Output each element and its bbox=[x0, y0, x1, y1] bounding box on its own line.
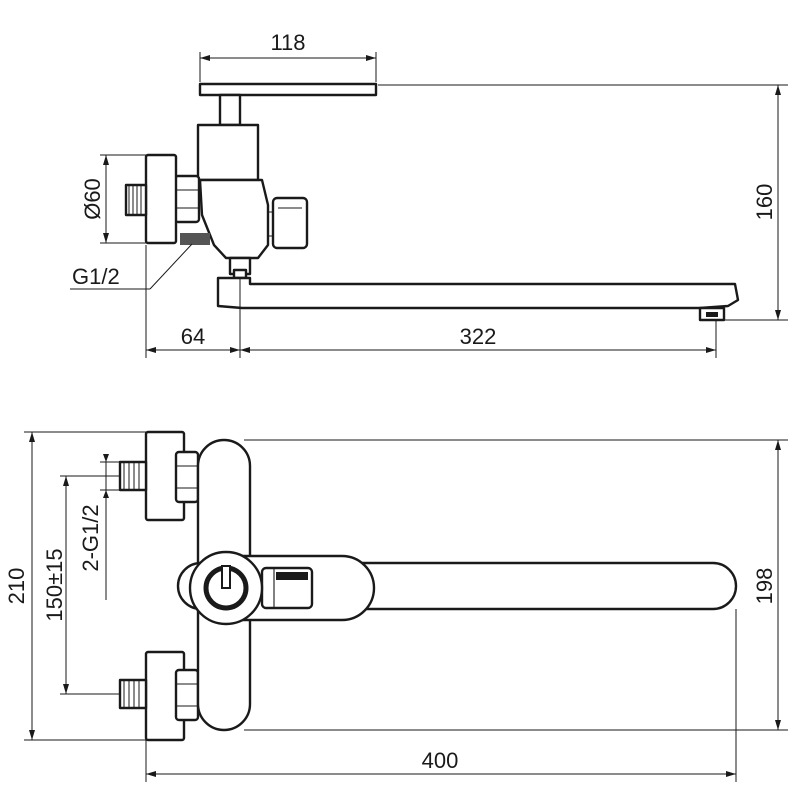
diverter-knob bbox=[271, 196, 309, 250]
g12-thread-marker bbox=[180, 233, 210, 245]
diverter-detail bbox=[268, 207, 302, 237]
thread-label: G1/2 bbox=[72, 264, 120, 289]
side-view: 118 160 Ø60 G1/2 64 322 bbox=[70, 30, 788, 358]
dim-210-label: 210 bbox=[4, 568, 29, 605]
dim-diameter-label: Ø60 bbox=[80, 178, 105, 220]
mixer-body bbox=[198, 178, 270, 260]
handle-lever bbox=[198, 82, 378, 97]
spout bbox=[216, 276, 740, 310]
dim-322-label: 322 bbox=[460, 324, 497, 349]
wall-flange bbox=[144, 153, 178, 245]
dim-160-label: 160 bbox=[752, 184, 777, 221]
dim-400-label: 400 bbox=[422, 748, 459, 773]
handle-stem bbox=[218, 93, 242, 127]
dim-118-label: 118 bbox=[270, 30, 305, 55]
connection-nut bbox=[173, 174, 201, 224]
dim-threads-label: 2-G1/2 bbox=[78, 504, 103, 571]
upper-nut bbox=[174, 450, 200, 504]
dim-64-label: 64 bbox=[181, 324, 205, 349]
dim-198-label: 198 bbox=[752, 568, 777, 605]
lower-nut bbox=[174, 668, 200, 722]
front-view: 210 150±15 2-G1/2 198 400 bbox=[4, 430, 788, 782]
cartridge-body bbox=[196, 123, 260, 182]
thread-hatching bbox=[128, 185, 142, 215]
dim-center-distance-label: 150±15 bbox=[42, 548, 67, 621]
